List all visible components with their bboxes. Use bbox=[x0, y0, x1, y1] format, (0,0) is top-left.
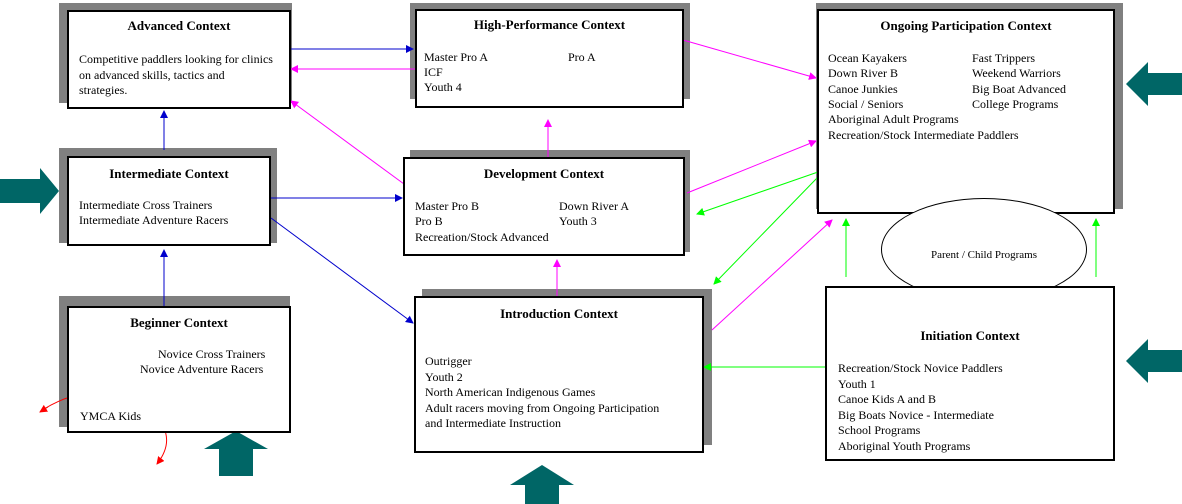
ongoing-item: Canoe Junkies bbox=[828, 82, 898, 96]
initiation-item: Big Boats Novice - Intermediate bbox=[838, 408, 994, 422]
intermediate-adventure-racers: Intermediate Adventure Racers bbox=[79, 213, 229, 227]
initiation-item: Youth 1 bbox=[838, 377, 876, 391]
ongoing-item: Ocean Kayakers bbox=[828, 51, 907, 65]
introduction-item: Adult racers moving from Ongoing Partici… bbox=[425, 401, 660, 415]
hp-master-pro-a: Master Pro A bbox=[424, 50, 488, 64]
ongoing-item: Aboriginal Adult Programs bbox=[828, 112, 959, 126]
dev-pro-b: Pro B bbox=[415, 214, 443, 228]
high-performance-context-title: High-Performance Context bbox=[473, 17, 626, 32]
advanced-context-title: Advanced Context bbox=[127, 18, 231, 33]
development-context-box: Development Context Master Pro B Down Ri… bbox=[403, 157, 685, 256]
intermediate-context-title: Intermediate Context bbox=[109, 166, 229, 181]
initiation-item: School Programs bbox=[838, 423, 921, 437]
initiation-context-box: Initiation Context Recreation/Stock Novi… bbox=[825, 286, 1115, 461]
arrow-intermediate-to-introduction bbox=[270, 217, 414, 324]
introduction-item: North American Indigenous Games bbox=[425, 385, 596, 399]
arrow-introduction-to-ongoing bbox=[711, 219, 833, 331]
ymca-kids: YMCA Kids bbox=[80, 409, 142, 423]
ongoing-item: Fast Trippers bbox=[972, 51, 1036, 65]
ongoing-participation-context-box: Ongoing Participation Context Ocean Kaya… bbox=[817, 9, 1115, 214]
dev-master-pro-b: Master Pro B bbox=[415, 199, 479, 213]
ongoing-item: Down River B bbox=[828, 66, 898, 80]
arrow-hp-to-ongoing bbox=[682, 39, 817, 80]
initiation-item: Canoe Kids A and B bbox=[838, 392, 936, 406]
ongoing-item: Social / Seniors bbox=[828, 97, 904, 111]
arrow-ongoing-to-development bbox=[696, 171, 819, 216]
hp-youth-4: Youth 4 bbox=[424, 80, 462, 94]
high-performance-context-box: High-Performance Context Master Pro A Pr… bbox=[415, 9, 684, 108]
hp-icf: ICF bbox=[424, 65, 443, 79]
dev-youth-3: Youth 3 bbox=[559, 214, 597, 228]
advanced-context-box: Advanced Context Competitive paddlers lo… bbox=[67, 10, 291, 109]
entry-arrow-beginner bbox=[204, 431, 268, 476]
introduction-item: and Intermediate Instruction bbox=[425, 416, 561, 430]
arrow-development-to-ongoing bbox=[686, 139, 817, 194]
entry-arrow-initiation bbox=[1126, 339, 1182, 383]
initiation-context-title: Initiation Context bbox=[920, 328, 1020, 343]
ongoing-item: Big Boat Advanced bbox=[972, 82, 1066, 96]
hp-pro-a: Pro A bbox=[568, 50, 596, 64]
arrow-ongoing-to-introduction bbox=[713, 176, 819, 285]
beginner-context-title: Beginner Context bbox=[130, 315, 228, 330]
parent-child-label: Parent / Child Programs bbox=[930, 249, 1038, 261]
intermediate-cross-trainers: Intermediate Cross Trainers bbox=[79, 198, 213, 212]
novice-adventure-racers: Novice Adventure Racers bbox=[140, 362, 264, 376]
dev-down-river-a: Down River A bbox=[559, 199, 629, 213]
advanced-context-body: Competitive paddlers looking for clinics… bbox=[79, 52, 273, 97]
ongoing-item: College Programs bbox=[972, 97, 1059, 111]
ymca-curved-arrow-start bbox=[39, 404, 49, 413]
introduction-context-box: Introduction Context Outrigger Youth 2 N… bbox=[414, 296, 704, 453]
initiation-item: Aboriginal Youth Programs bbox=[838, 439, 971, 453]
introduction-context-title: Introduction Context bbox=[500, 306, 618, 321]
initiation-item: Recreation/Stock Novice Paddlers bbox=[838, 361, 1003, 375]
entry-arrow-ongoing bbox=[1126, 62, 1182, 106]
ongoing-item: Weekend Warriors bbox=[972, 66, 1061, 80]
intermediate-context-box: Intermediate Context Intermediate Cross … bbox=[67, 156, 271, 246]
novice-cross-trainers: Novice Cross Trainers bbox=[158, 347, 266, 361]
entry-arrow-intermediate bbox=[0, 168, 59, 214]
introduction-item: Youth 2 bbox=[425, 370, 463, 384]
parent-child-oval: Parent / Child Programs bbox=[881, 198, 1087, 301]
introduction-item: Outrigger bbox=[425, 354, 472, 368]
entry-arrow-introduction bbox=[510, 465, 574, 504]
beginner-context-box: Beginner Context Novice Cross Trainers N… bbox=[67, 306, 291, 433]
dev-recreation-stock-advanced: Recreation/Stock Advanced bbox=[415, 230, 549, 244]
development-context-title: Development Context bbox=[483, 166, 605, 181]
arrow-development-to-advanced bbox=[290, 100, 405, 185]
ongoing-item: Recreation/Stock Intermediate Paddlers bbox=[828, 128, 1019, 142]
ongoing-participation-context-title: Ongoing Participation Context bbox=[880, 18, 1052, 33]
